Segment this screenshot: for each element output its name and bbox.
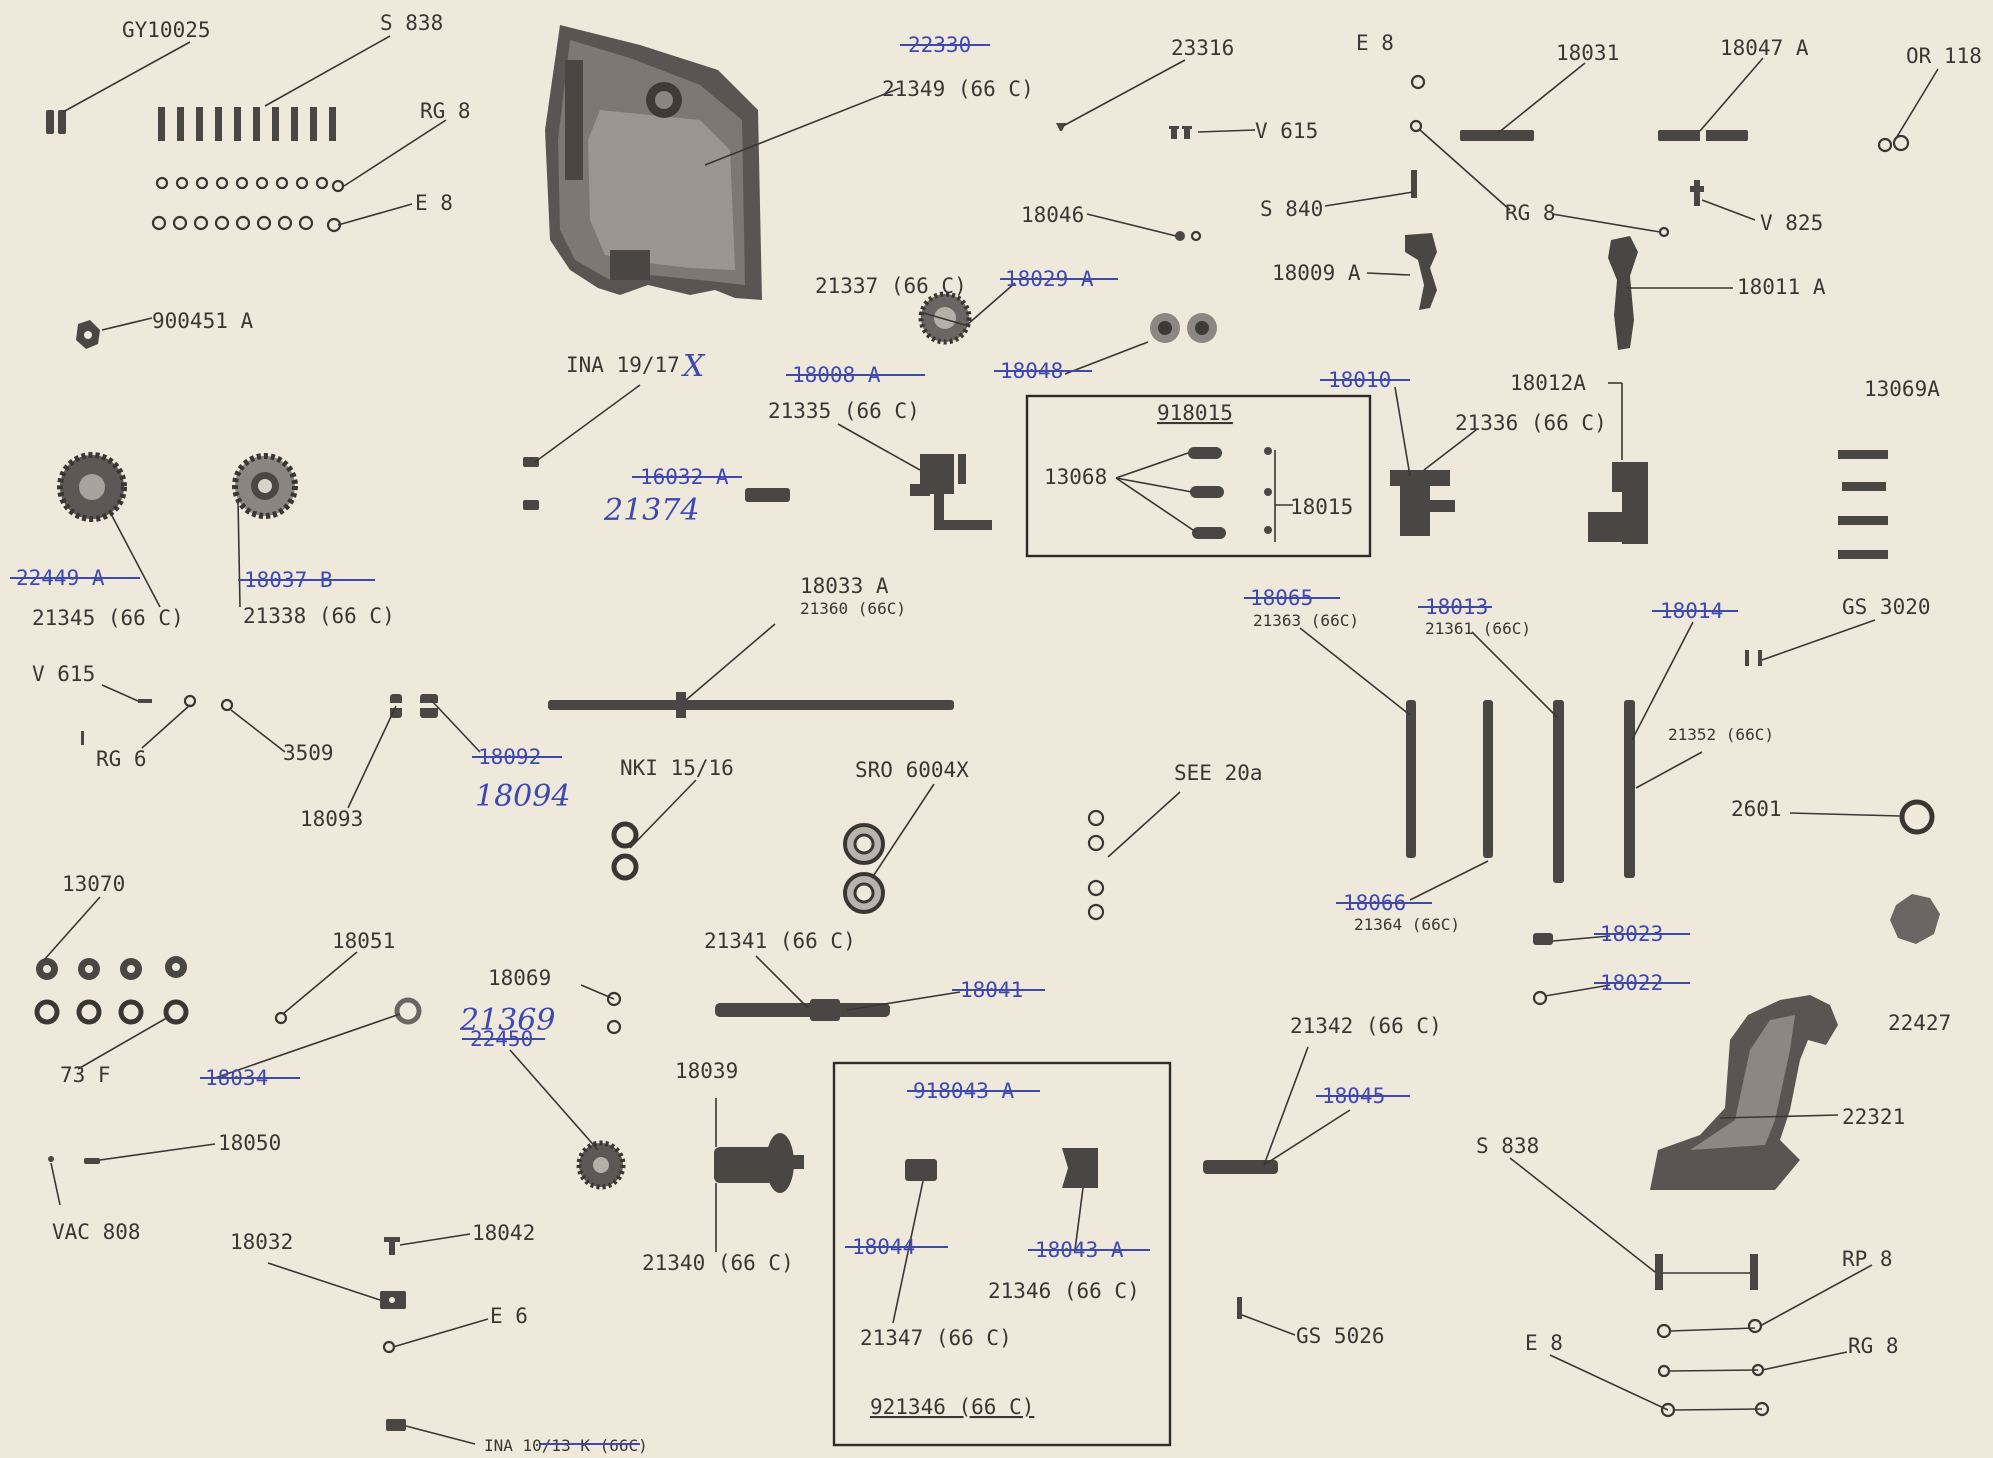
label-18015: 18015 [1290, 495, 1353, 519]
label-21352: 21352 (66C) [1668, 725, 1774, 744]
label-18033a: 18033 A [800, 574, 889, 598]
kit-box-918015 [1025, 394, 1372, 558]
label-13069a: 13069A [1864, 377, 1940, 401]
ring-row-rg8 [155, 176, 345, 193]
label-18032: 18032 [230, 1230, 293, 1254]
label-ina1917: INA 19/17 [566, 353, 680, 377]
gear-21337 [918, 291, 972, 345]
label-gy10025: GY10025 [122, 18, 211, 42]
handwritten-21374: 21374 [603, 493, 699, 528]
label-rg8-mid: RG 8 [1505, 201, 1556, 225]
label-nki1516: NKI 15/16 [620, 756, 734, 780]
label-s840: S 840 [1260, 197, 1323, 221]
shift-fork-21335 [910, 454, 992, 530]
label-23316: 23316 [1171, 36, 1234, 60]
part-drawings [34, 25, 1940, 1431]
label-e8-top: E 8 [415, 191, 453, 215]
label-21335: 21335 (66 C) [768, 399, 920, 423]
label-gs5026: GS 5026 [1296, 1324, 1385, 1348]
label-73f: 73 F [60, 1063, 111, 1087]
label-18042: 18042 [472, 1221, 535, 1245]
label-e8-mid: E 8 [1356, 31, 1394, 55]
label-v825: V 825 [1760, 211, 1823, 235]
label-21346: 21346 (66 C) [988, 1279, 1140, 1303]
label-v615-low: V 615 [32, 662, 95, 686]
label-sro6004x: SRO 6004X [855, 758, 969, 782]
label-rg6: RG 6 [96, 747, 147, 771]
label-rg8-top: RG 8 [420, 99, 471, 123]
label-gs3020: GS 3020 [1842, 595, 1931, 619]
label-e6: E 6 [490, 1304, 528, 1328]
label-2601: 2601 [1731, 797, 1782, 821]
label-900451a: 900451 A [152, 309, 254, 333]
strike-lines [10, 44, 1738, 1445]
part-labels: GY10025 S 838 RG 8 E 8 900451 A 22330 21… [16, 11, 1982, 1455]
label-18051: 18051 [332, 929, 395, 953]
gear-lever-22321 [1650, 995, 1838, 1190]
label-18039: 18039 [675, 1059, 738, 1083]
label-21341: 21341 (66 C) [704, 929, 856, 953]
label-21360: 21360 (66C) [800, 599, 906, 618]
label-21337: 21337 (66 C) [815, 274, 967, 298]
leader-lines [43, 35, 1939, 1445]
label-3509: 3509 [283, 741, 334, 765]
handwritten-18094: 18094 [475, 779, 570, 814]
label-921346: 921346 (66 C) [870, 1395, 1034, 1419]
handwritten-x-mark: X [681, 349, 706, 384]
label-21349: 21349 (66 C) [882, 77, 1034, 101]
kit-box-918043a [832, 1061, 1172, 1447]
nuts-13070 [34, 956, 189, 1025]
label-22321: 22321 [1842, 1105, 1905, 1129]
handwritten-21369: 21369 [459, 1003, 555, 1038]
detent-set-918015 [1188, 447, 1272, 539]
label-e8-low: E 8 [1525, 1331, 1563, 1355]
label-rg8-low: RG 8 [1848, 1334, 1899, 1358]
label-18047a: 18047 A [1720, 36, 1809, 60]
label-21338: 21338 (66 C) [243, 604, 395, 628]
label-see20a: SEE 20a [1174, 761, 1263, 785]
label-21336: 21336 (66 C) [1455, 411, 1607, 435]
label-vac808: VAC 808 [52, 1220, 141, 1244]
label-21340: 21340 (66 C) [642, 1251, 794, 1275]
pin-row-s838 [158, 107, 336, 141]
label-rp8: RP 8 [1842, 1247, 1893, 1271]
label-18050: 18050 [218, 1131, 281, 1155]
shift-fork-21336 [1390, 470, 1455, 536]
label-18031: 18031 [1556, 41, 1619, 65]
label-18069: 18069 [488, 966, 551, 990]
label-18046: 18046 [1021, 203, 1084, 227]
gear-22450 [576, 1140, 626, 1190]
label-ina1013k: INA 10/13 K (66C) [484, 1436, 648, 1455]
label-21364: 21364 (66C) [1354, 915, 1460, 934]
label-s838-low: S 838 [1476, 1134, 1539, 1158]
label-13070: 13070 [62, 872, 125, 896]
gear-21338 [232, 453, 298, 519]
label-21345: 21345 (66 C) [32, 606, 184, 630]
label-or118: OR 118 [1906, 44, 1982, 68]
label-22427: 22427 [1888, 1011, 1951, 1035]
clip-row-e8 [151, 215, 342, 233]
label-21363: 21363 (66C) [1253, 611, 1359, 630]
label-s838-top: S 838 [380, 11, 443, 35]
label-13068: 13068 [1044, 465, 1107, 489]
gear-21345 [57, 452, 127, 522]
flange-21340 [714, 1133, 804, 1193]
label-918015: 918015 [1157, 401, 1233, 425]
label-21347: 21347 (66 C) [860, 1326, 1012, 1350]
label-21361: 21361 (66C) [1425, 619, 1531, 638]
label-v615-top: V 615 [1255, 119, 1318, 143]
label-21342: 21342 (66 C) [1290, 1014, 1442, 1038]
label-18012a: 18012A [1510, 371, 1586, 395]
label-18093: 18093 [300, 807, 363, 831]
label-18009a: 18009 A [1272, 261, 1361, 285]
shift-fork-18012A [1588, 462, 1648, 544]
gearbox-housing [545, 25, 762, 300]
label-18011a: 18011 A [1737, 275, 1826, 299]
